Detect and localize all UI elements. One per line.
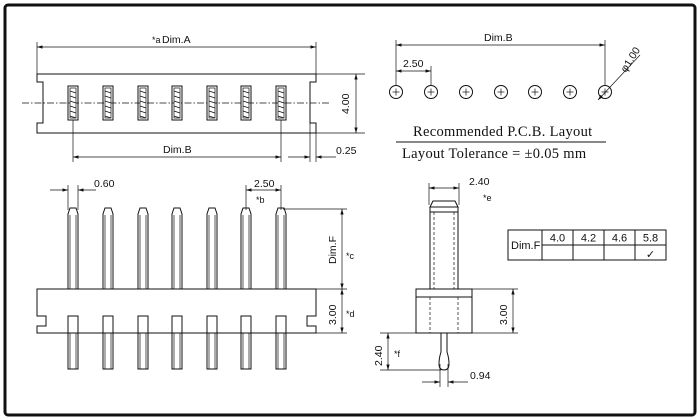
- top-height-value: 4.00: [340, 93, 352, 114]
- front-pin: [67, 207, 79, 370]
- front-dim-f-label: Dim.F: [327, 236, 339, 264]
- front-base-mark: *d: [346, 309, 355, 319]
- top-pin: [102, 85, 114, 121]
- pcb-pitch-value: 2.50: [403, 58, 424, 70]
- top-pin: [275, 85, 287, 121]
- top-pin: [206, 85, 218, 121]
- pcb-tolerance-text: Layout Tolerance = ±0.05 mm: [402, 146, 587, 162]
- top-dim-b-label: Dim.B: [163, 144, 192, 156]
- dim-f-cell: 4.0: [541, 229, 574, 261]
- front-pin: [240, 207, 252, 370]
- top-view: *a Dim.A 4.00 Dim.B 0.25: [22, 34, 365, 162]
- dim-f-value: 4.6: [612, 233, 627, 245]
- pcb-hole: [389, 85, 403, 99]
- dim-f-value: 5.8: [643, 233, 658, 245]
- check-mark-icon: ✓: [646, 249, 655, 261]
- top-pin: [240, 85, 252, 121]
- dim-f-table: Dim.F 4.0 4.2 4.6 5.8 ✓: [507, 229, 667, 261]
- pcb-holes: [389, 85, 612, 99]
- dim-f-cell: 4.2: [572, 229, 605, 261]
- top-pin: [171, 85, 183, 121]
- side-tail-mark: *f: [394, 349, 401, 359]
- pcb-hole: [563, 85, 577, 99]
- dim-f-cell: 4.6: [603, 229, 636, 261]
- front-pin: [171, 207, 183, 370]
- drawing-border: [3, 3, 697, 417]
- side-pin-width-value: 2.40: [469, 176, 490, 188]
- front-base-height-value: 3.00: [327, 304, 339, 325]
- front-pin: [206, 207, 218, 370]
- pcb-dim-b-label: Dim.B: [484, 32, 513, 44]
- front-pins: [67, 207, 287, 370]
- side-tail-width-value: 0.94: [470, 370, 491, 382]
- dim-f-table-header: Dim.F: [511, 240, 541, 252]
- pcb-layout: Dim.B 2.50 φ1.00 Recommended P.C.B. Layo…: [389, 32, 643, 162]
- pcb-layout-title: Recommended P.C.B. Layout: [413, 124, 592, 140]
- dim-a-mark: *a: [152, 35, 161, 45]
- front-pin: [137, 207, 149, 370]
- top-pin: [67, 85, 79, 121]
- side-base-height-value: 3.00: [498, 304, 510, 325]
- front-view: 0.60 2.50 *b Dim.F *c 3.00 *d: [36, 178, 355, 370]
- pcb-hole: [598, 85, 612, 99]
- side-view: 2.40 *e 3.00 2.40 *f 0.94: [373, 176, 518, 387]
- top-pins: [67, 85, 287, 121]
- front-pitch-mark: *b: [256, 195, 265, 205]
- front-pin-width-value: 0.60: [94, 178, 115, 190]
- dim-f-cells: 4.0 4.2 4.6 5.8 ✓: [541, 229, 667, 261]
- pcb-hole: [424, 85, 438, 99]
- dim-f-value: 4.0: [550, 233, 565, 245]
- side-pin-mark: *e: [483, 193, 492, 203]
- front-pin: [102, 207, 114, 370]
- dim-a-label: Dim.A: [162, 34, 191, 46]
- front-dim-f-mark: *c: [346, 251, 355, 261]
- dim-f-value: 4.2: [581, 233, 596, 245]
- top-pin: [137, 85, 149, 121]
- side-tail-length-value: 2.40: [373, 345, 385, 366]
- pcb-hole: [494, 85, 508, 99]
- pcb-hole-dia-value: φ1.00: [618, 45, 643, 75]
- top-offset-value: 0.25: [336, 145, 357, 157]
- pcb-hole: [459, 85, 473, 99]
- pcb-hole: [528, 85, 542, 99]
- front-pin: [275, 207, 287, 370]
- dim-f-cell: 5.8 ✓: [634, 229, 667, 261]
- front-pitch-value: 2.50: [254, 178, 275, 190]
